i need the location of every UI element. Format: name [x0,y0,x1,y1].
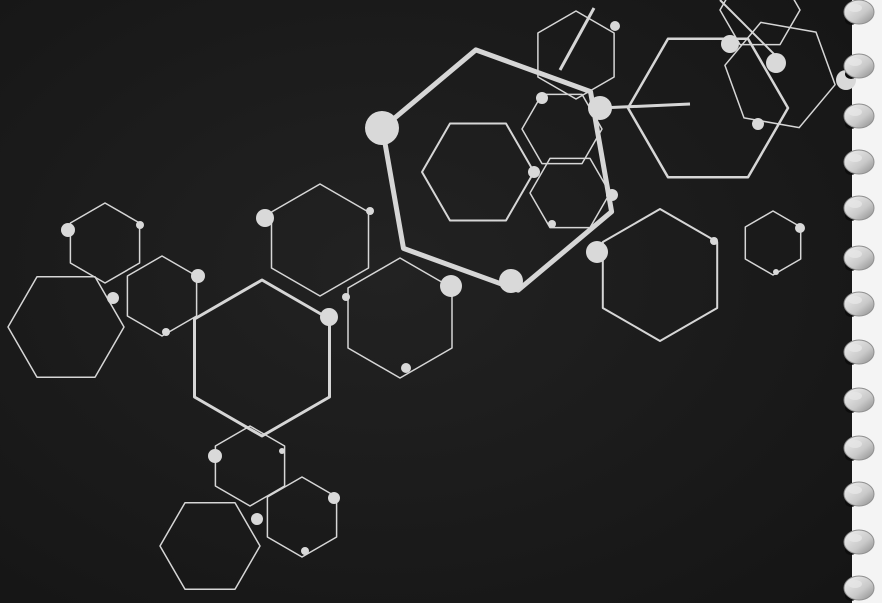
hexagon-bottom-left [159,501,261,591]
hexagon-small [529,157,611,229]
binding-ring [843,575,875,601]
node-medium [499,269,523,293]
binding-ring [843,339,875,365]
cover-board [0,0,852,603]
node-dot [301,547,309,555]
node-dot [256,209,274,227]
node-dot [251,513,263,525]
node-dot [366,207,374,215]
binding-ring [843,435,875,461]
node-dot [61,223,75,237]
connector-line [599,102,691,110]
node-dot [279,448,285,454]
node-dot [548,220,556,228]
hexagon-small [521,93,603,165]
node-dot [766,53,786,73]
node-dot [773,269,779,275]
node-dot [401,363,411,373]
binding-ring [843,53,875,79]
connector-line [558,7,596,71]
spiral-binding [843,0,875,601]
node-dot [528,166,540,178]
binding-ring [843,529,875,555]
node-dot [606,189,618,201]
hexagon-top-right-small [724,21,836,129]
node-dot [536,92,548,104]
node-dot [586,241,608,263]
node-dot [440,275,462,297]
binding-ring [843,245,875,271]
node-dot [752,118,764,130]
node-dot [342,293,350,301]
hexagon-bottom-top [214,425,286,507]
hexagon-left-edge [7,276,125,378]
node-dot [795,223,805,233]
node-dot [610,21,620,31]
node-dot [136,221,144,229]
binding-ring [843,481,875,507]
hexagon-top-edge [719,0,801,46]
hexagon-inner [421,122,535,222]
binding-ring [843,195,875,221]
hexagon-top [537,10,615,100]
binding-ring [843,149,875,175]
binding-ring [843,291,875,317]
node-large [365,111,399,145]
node-dot [320,308,338,326]
node-dot [162,328,170,336]
node-dot [710,237,718,245]
node-dot [107,292,119,304]
node-dot [721,35,739,53]
binding-ring [843,387,875,413]
binding-ring [843,0,875,25]
node-dot [208,449,222,463]
node-medium [588,96,612,120]
connector-line [719,0,781,61]
node-dot [191,269,205,283]
binding-ring [843,103,875,129]
node-dot [328,492,340,504]
